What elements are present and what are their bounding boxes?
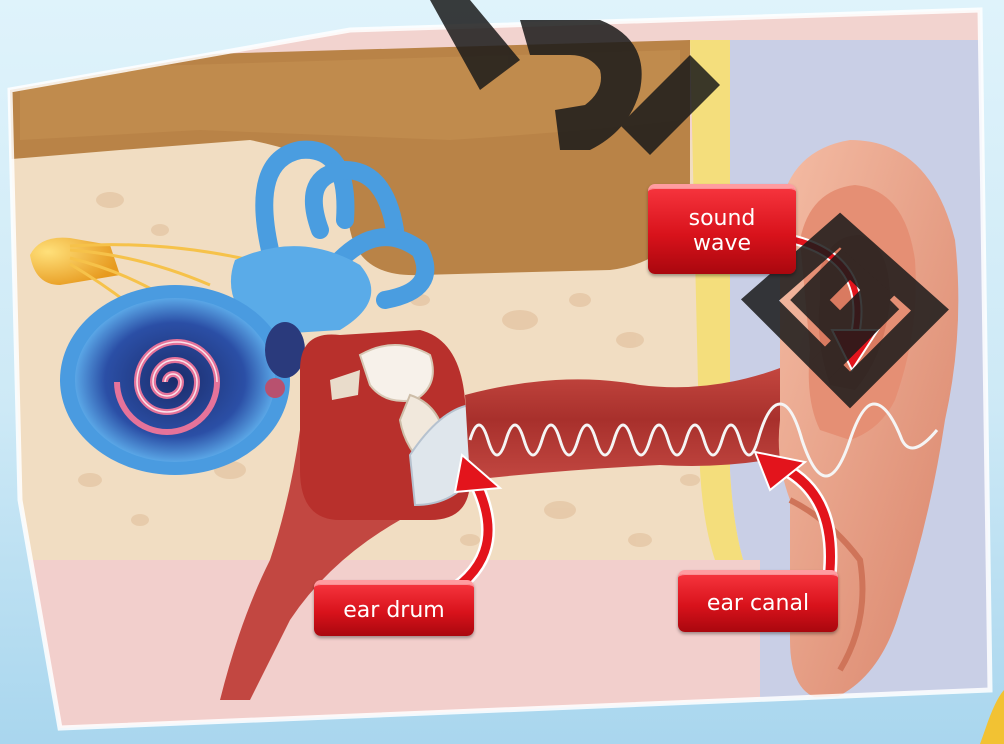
ear-drum-label: ear drum xyxy=(314,580,474,636)
ear-canal-label: ear canal xyxy=(678,570,838,632)
sound-wave-label: sound wave xyxy=(648,184,796,274)
corner-accent xyxy=(980,690,1004,744)
